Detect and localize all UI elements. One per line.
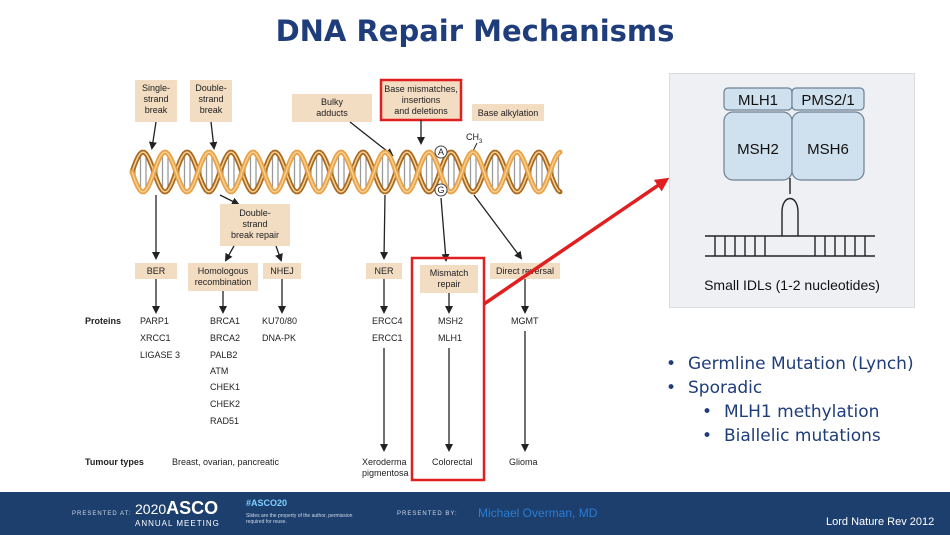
svg-text:ERCC4: ERCC4 [372, 316, 403, 326]
dna-repair-diagram: Single- strand break Double- strand brea… [85, 78, 670, 482]
msh6-protein [791, 111, 865, 181]
bullet-biallelic: •Biallelic mutations [702, 426, 881, 446]
damage-ssb-line1: Single- [142, 83, 170, 93]
idl-dna [705, 178, 875, 257]
svg-text:A: A [438, 147, 444, 157]
bullet-germline: •Germline Mutation (Lynch) [666, 354, 914, 374]
damage-box-mismatch: Base mismatches, insertions and deletion… [379, 78, 463, 122]
footer-bar: PRESENTED AT: 2020ASCO ANNUAL MEETING #A… [0, 492, 950, 535]
damage-mismatch-line2: insertions [402, 95, 441, 105]
pathway-ber: BER [135, 263, 177, 279]
svg-text:LIGASE 3: LIGASE 3 [140, 350, 180, 360]
svg-text:NHEJ: NHEJ [270, 266, 294, 276]
svg-text:MLH1: MLH1 [438, 333, 462, 343]
mlh1-label: MLH1 [738, 92, 778, 109]
dsb-repair-box: Double- strand break repair [220, 204, 290, 246]
proteins-ner: ERCC4 ERCC1 [372, 316, 403, 343]
damage-box-dsb: Double- strand break [190, 80, 232, 122]
svg-text:MSH2: MSH2 [438, 316, 463, 326]
proteins-hr: BRCA1 BRCA2 PALB2 ATM CHEK1 CHEK2 RAD51 [210, 316, 240, 426]
dna-helix [129, 149, 563, 195]
pathway-nhej: NHEJ [263, 263, 301, 279]
svg-text:recombination: recombination [195, 277, 252, 287]
tumour-dr: Glioma [509, 457, 538, 467]
damage-dsb-line1: Double- [195, 83, 227, 93]
svg-text:NER: NER [374, 266, 394, 276]
damage-box-ssb: Single- strand break [135, 80, 177, 122]
bullet-methylation: •MLH1 methylation [702, 402, 880, 422]
proteins-nhej: KU70/80 DNA-PK [262, 316, 297, 343]
mmr-highlight-box [410, 256, 486, 482]
asco-logo: 2020ASCO [135, 498, 219, 518]
hashtag: #ASCO20 [246, 498, 288, 508]
proteins-ber: PARP1 XRCC1 LIGASE 3 [140, 316, 180, 360]
dsb-repair-line2: strand [242, 219, 267, 229]
svg-text:KU70/80: KU70/80 [262, 316, 297, 326]
svg-text:Homologous: Homologous [198, 266, 249, 276]
ch3-label: CH3 [466, 132, 483, 145]
msh6-label: MSH6 [807, 141, 849, 158]
svg-text:ATM: ATM [210, 366, 228, 376]
pathway-mmr: Mismatch repair [420, 265, 478, 293]
damage-ssb-line3: break [145, 105, 168, 115]
svg-text:Mismatch: Mismatch [430, 268, 469, 278]
svg-text:G: G [437, 185, 444, 195]
damage-alkyl: Base alkylation [478, 108, 539, 118]
svg-text:BRCA2: BRCA2 [210, 333, 240, 343]
svg-text:XRCC1: XRCC1 [140, 333, 171, 343]
bullet-list: •Germline Mutation (Lynch) •Sporadic •ML… [666, 352, 914, 448]
svg-text:CHEK1: CHEK1 [210, 382, 240, 392]
presented-by-label: PRESENTED BY: [397, 511, 458, 517]
svg-text:BRCA1: BRCA1 [210, 316, 240, 326]
tumour-mmr: Colorectal [432, 457, 473, 467]
svg-text:PARP1: PARP1 [140, 316, 169, 326]
presenter-name: Michael Overman, MD [478, 506, 598, 520]
msh2-label: MSH2 [737, 141, 779, 158]
damage-box-bulky: Bulky adducts [292, 94, 372, 122]
svg-text:BER: BER [147, 266, 166, 276]
pathway-dr: Direct reversal [490, 263, 560, 279]
svg-text:PALB2: PALB2 [210, 350, 237, 360]
pathway-hr: Homologous recombination [188, 263, 258, 291]
citation: Lord Nature Rev 2012 [826, 516, 935, 528]
callout-arrow [483, 177, 670, 306]
pms2-label: PMS2/1 [801, 92, 854, 109]
tumour-hr: Breast, ovarian, pancreatic [172, 457, 280, 467]
damage-mismatch-line1: Base mismatches, [384, 84, 458, 94]
proteins-dr: MGMT [511, 316, 539, 326]
damage-bulky-line2: adducts [316, 108, 348, 118]
presented-at-label: PRESENTED AT: [72, 511, 132, 517]
tumour-ner-line1: Xeroderma [362, 457, 407, 467]
dsb-repair-line3: break repair [231, 230, 279, 240]
tumour-types-label: Tumour types [85, 457, 144, 467]
dsb-repair-line1: Double- [239, 208, 271, 218]
page-title: DNA Repair Mechanisms [275, 14, 675, 48]
damage-bulky-line1: Bulky [321, 97, 344, 107]
base-g: G [434, 183, 448, 197]
damage-mismatch-line3: and deletions [394, 106, 448, 116]
damage-dsb-line2: strand [198, 94, 223, 104]
rights-note: Slides are the property of the author, p… [246, 513, 353, 525]
bullet-sporadic: •Sporadic [666, 378, 763, 398]
svg-text:DNA-PK: DNA-PK [262, 333, 296, 343]
mmr-complex-inset: MLH1 PMS2/1 MSH2 MSH6 Small IDLs (1-2 nu… [669, 73, 915, 308]
base-a: A [434, 145, 448, 159]
pms2-protein [791, 87, 865, 111]
damage-box-alkyl: Base alkylation [472, 104, 544, 121]
tumour-ner-line2: pigmentosa [362, 468, 409, 478]
annual-meeting-label: ANNUAL MEETING [135, 519, 220, 528]
svg-text:CHEK2: CHEK2 [210, 399, 240, 409]
damage-ssb-line2: strand [143, 94, 168, 104]
damage-dsb-line3: break [200, 105, 223, 115]
svg-text:repair: repair [437, 279, 460, 289]
inset-caption: Small IDLs (1-2 nucleotides) [704, 277, 880, 293]
pathway-ner: NER [366, 263, 402, 279]
proteins-mmr: MSH2 MLH1 [438, 316, 463, 343]
svg-text:Direct reversal: Direct reversal [496, 266, 554, 276]
svg-text:MGMT: MGMT [511, 316, 539, 326]
svg-text:RAD51: RAD51 [210, 416, 239, 426]
proteins-label: Proteins [85, 316, 121, 326]
svg-text:ERCC1: ERCC1 [372, 333, 403, 343]
